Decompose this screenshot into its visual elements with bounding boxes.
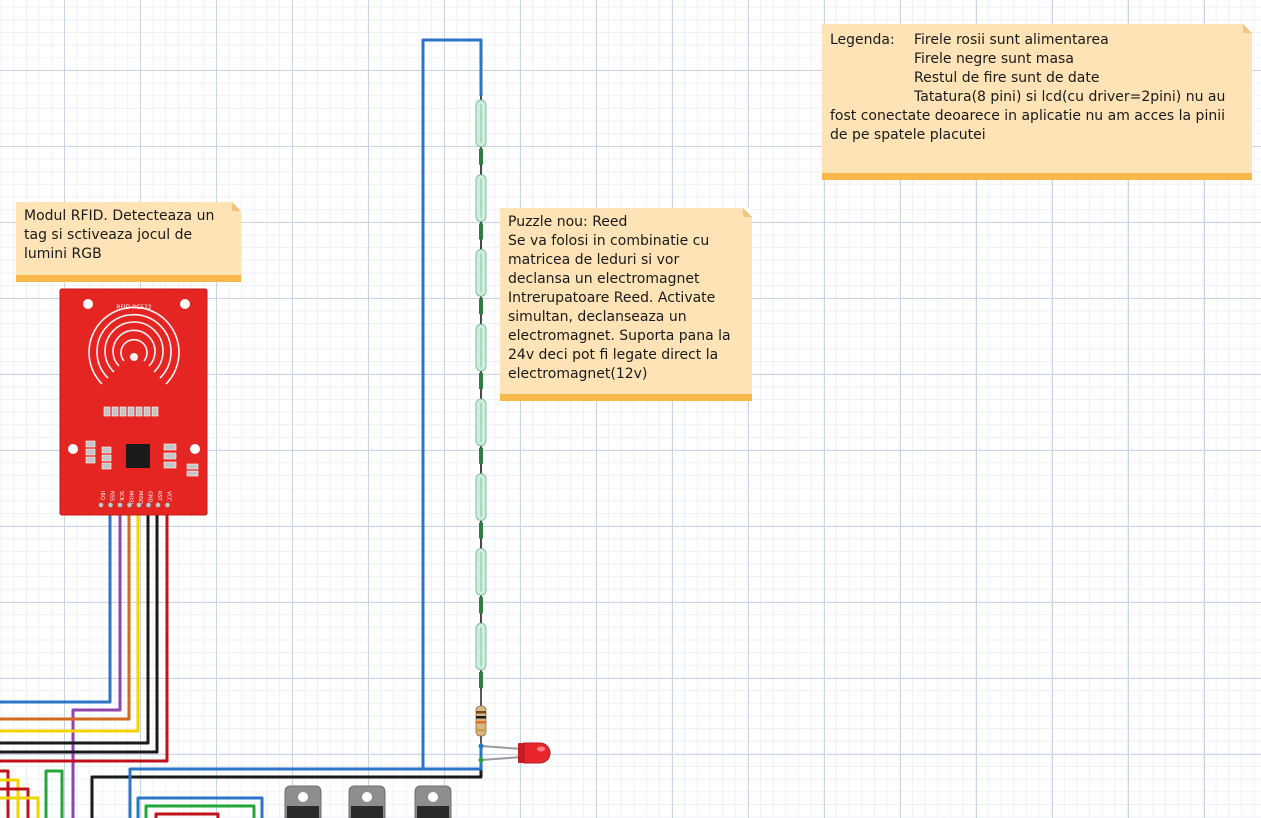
mount-hole-tr	[180, 299, 190, 309]
wire-left-yellow-1[interactable]	[0, 778, 20, 818]
reed-switch[interactable]	[475, 473, 487, 539]
voltage-regulator[interactable]	[348, 785, 386, 818]
wire-left-red-1[interactable]	[0, 769, 10, 818]
pin-label: VCC	[166, 491, 172, 502]
wire-bottom-green[interactable]	[144, 804, 256, 818]
wire-rfid-nss-purple[interactable]	[71, 505, 122, 818]
rfid-module[interactable]: RFID RC522	[59, 288, 208, 516]
reed-switch[interactable]	[475, 548, 487, 614]
rfid-pin[interactable]	[145, 502, 152, 508]
rfid-pin[interactable]	[155, 502, 161, 508]
rc522-chip	[126, 444, 150, 468]
reed-switch[interactable]	[475, 99, 487, 165]
voltage-regulator[interactable]	[414, 785, 452, 818]
note-reed[interactable]: Puzzle nou: Reed Se va folosi in combina…	[500, 208, 752, 401]
wire-blue-reed-loop[interactable]	[421, 38, 483, 770]
wire-left-red-2[interactable]	[0, 787, 30, 818]
rfid-pin[interactable]	[117, 502, 123, 508]
note-rfid-text: Modul RFID. Detecteaza un tag si sctivea…	[24, 208, 219, 262]
pin-label: RST	[156, 491, 162, 502]
resistor[interactable]	[475, 690, 487, 745]
legend-line-ground: Firele negre sunt masa	[914, 51, 1074, 67]
reed-switch[interactable]	[475, 622, 487, 688]
reed-switch[interactable]	[475, 249, 487, 315]
antenna-icon	[88, 306, 180, 385]
wire-rfid-irq-blue[interactable]	[0, 505, 112, 704]
note-rfid[interactable]: Modul RFID. Detecteaza un tag si sctivea…	[16, 202, 241, 282]
mount-hole-tl	[83, 299, 93, 309]
note-legend[interactable]: Legenda: Firele rosii sunt alimentarea F…	[822, 24, 1252, 180]
smd-capacitors	[85, 406, 199, 477]
pin-label: MOSI	[128, 491, 134, 504]
wire-rfid-vcc-red[interactable]	[0, 505, 169, 763]
voltage-regulators	[284, 785, 452, 818]
voltage-regulator[interactable]	[284, 785, 322, 818]
reed-switch[interactable]	[475, 398, 487, 464]
led-body	[523, 742, 551, 764]
red-led[interactable]	[478, 742, 551, 764]
note-reed-text: Se va folosi in combinatie cu matricea d…	[508, 233, 736, 382]
rfid-pin[interactable]	[136, 502, 142, 508]
legend-line-power: Firele rosii sunt alimentarea	[914, 32, 1109, 48]
pin-label: MISO	[137, 491, 143, 504]
mount-hole-mr	[190, 444, 200, 454]
wire-left-green[interactable]	[44, 769, 64, 818]
wire-blue-data-bottom[interactable]	[128, 745, 483, 818]
pin-label: NSS	[109, 491, 115, 501]
reed-switch[interactable]	[475, 174, 487, 240]
reed-switch-chain	[475, 96, 487, 694]
rfid-pin[interactable]	[98, 502, 104, 508]
wires	[0, 38, 483, 818]
legend-title: Legenda:	[830, 32, 895, 48]
legend-line-unconnected: Tatatura(8 pini) si lcd(cu driver=2pini)…	[830, 89, 1230, 143]
wire-rfid-gnd-black[interactable]	[0, 505, 150, 745]
wire-left-yellow-2[interactable]	[0, 796, 40, 818]
legend-line-data: Restul de fire sunt de date	[914, 70, 1100, 86]
rfid-pin[interactable]	[126, 502, 133, 508]
rfid-pin[interactable]	[164, 502, 171, 508]
wire-rfid-mosi-yellow[interactable]	[0, 505, 140, 733]
reed-switch[interactable]	[475, 323, 487, 389]
wire-rfid-rst-black[interactable]	[0, 505, 159, 754]
wire-rfid-sck-orange[interactable]	[0, 505, 131, 721]
wire-bottom-red[interactable]	[154, 812, 220, 818]
rfid-pin[interactable]	[107, 502, 114, 508]
pin-label: SCK	[118, 491, 124, 502]
pin-label: IRQ	[99, 491, 105, 500]
note-reed-title: Puzzle nou: Reed	[508, 214, 628, 230]
pin-label: GND	[147, 491, 153, 503]
mount-hole-ml	[68, 444, 78, 454]
wire-bottom-blue[interactable]	[136, 796, 264, 818]
